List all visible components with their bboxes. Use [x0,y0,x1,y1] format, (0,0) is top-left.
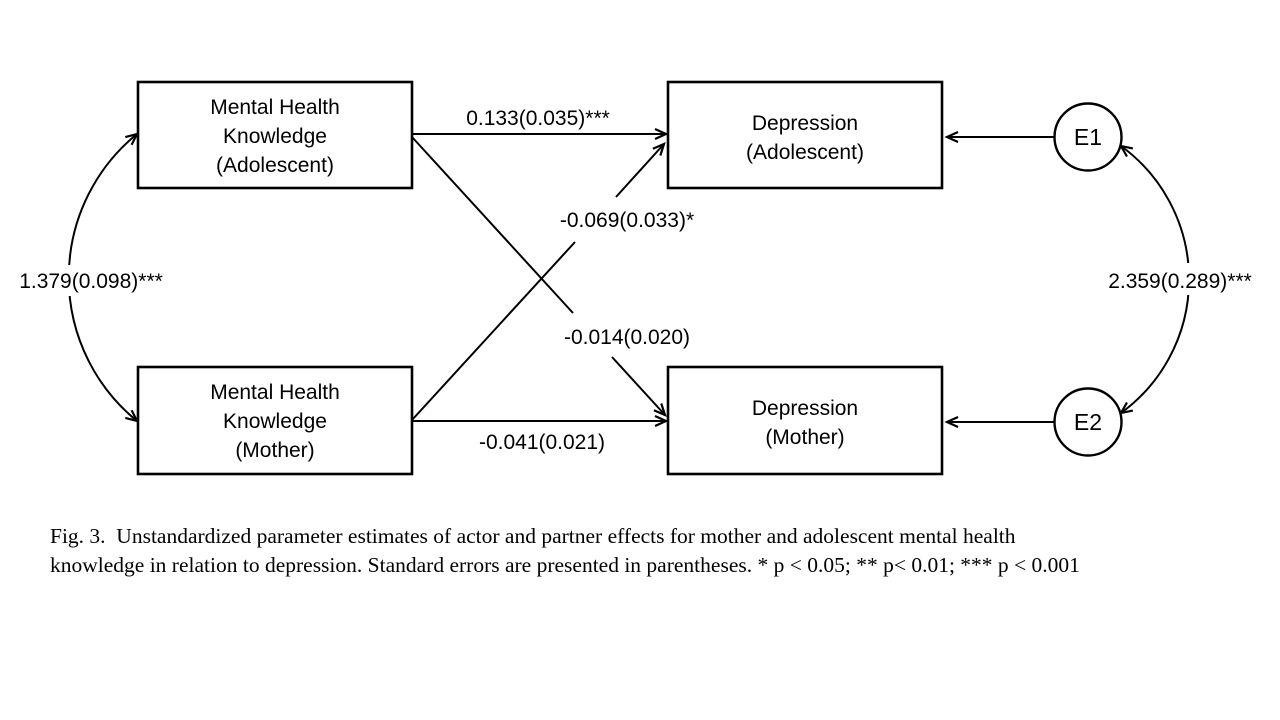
error1-label: E1 [1074,124,1102,150]
node-box-mhk-mother [136,365,414,476]
node-mhk-adolescent: Mental Health Knowledge (Adolescent) [136,80,414,190]
node-error1: E1 [1053,102,1123,172]
covariance-knowledge-label-mask [6,265,176,296]
path-partner-mother-to-adolescent-arrow [615,142,666,198]
node-label-line: Depression [752,397,858,420]
node-error2: E2 [1053,387,1123,457]
node-dep-adolescent: Depression (Adolescent) [666,80,944,190]
node-label-line: Mental Health [210,96,340,119]
node-box-dep-mother [666,365,944,476]
node-box-dep-adolescent [666,80,944,190]
node-label-line: Mental Health [210,381,340,404]
covariance-errors-label-mask [1096,263,1268,295]
coefficient-actor-mother: -0.041(0.021) [479,431,605,454]
error2-circle [1053,387,1123,457]
node-label-line: Knowledge [223,410,327,433]
coefficient-covariance-errors: 2.359(0.289)*** [1108,270,1252,293]
coefficient-actor-adolescent: 0.133(0.035)*** [466,107,610,130]
node-mhk-mother: Mental Health Knowledge (Mother) [136,365,414,476]
figure-caption: Fig. 3. Unstandardized parameter estimat… [50,522,1230,580]
path-partner-adolescent-to-mother-arrow [611,356,667,417]
coefficient-partner-adolescent-to-mother: -0.014(0.020) [564,326,690,349]
figure-caption-line1: Fig. 3. Unstandardized parameter estimat… [50,524,1016,548]
node-label-line: (Mother) [235,439,314,462]
coefficient-partner-mother-to-adolescent: -0.069(0.033)* [560,209,694,232]
node-label-line: Knowledge [223,125,327,148]
error1-circle [1053,102,1123,172]
node-label-line: (Mother) [765,426,844,449]
error2-label: E2 [1074,409,1102,435]
node-label-line: Depression [752,112,858,135]
path-partner-mother-to-adolescent-segment [411,241,576,421]
node-label-line: (Adolescent) [746,141,864,164]
path-partner-adolescent-to-mother-segment [411,136,574,314]
figure-caption-line2: knowledge in relation to depression. Sta… [50,553,1080,577]
node-dep-mother: Depression (Mother) [666,365,944,476]
node-box-mhk-adolescent [136,80,414,190]
coefficient-covariance-knowledge: 1.379(0.098)*** [19,270,163,293]
node-label-line: (Adolescent) [216,154,334,177]
